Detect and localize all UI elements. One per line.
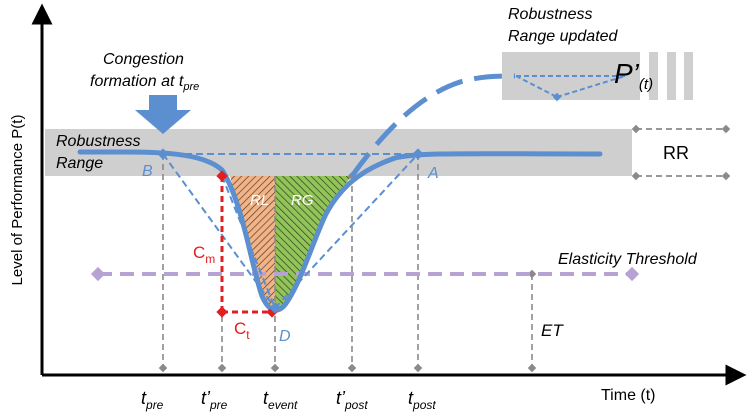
ct-marker-corner	[216, 306, 228, 318]
point-a-marker	[412, 148, 424, 160]
x-axis-label: Time (t)	[601, 387, 656, 404]
rr-label: RR	[663, 143, 689, 163]
point-a-label: A	[427, 165, 439, 182]
congestion-label-line2: formation at tpre	[90, 73, 199, 93]
post-event-dashed-curve	[349, 73, 516, 178]
region-rg	[275, 176, 352, 308]
marker-et-top	[527, 269, 537, 279]
performance-curve	[77, 149, 603, 313]
rr-marker-3	[631, 171, 641, 181]
updated-band-bar-2	[667, 52, 676, 100]
robustness-range-line2: Range	[56, 155, 103, 172]
robustness-updated-line2: Range updated	[508, 28, 619, 45]
tick-label-t-prime-post: t’post	[336, 388, 368, 412]
point-d-label: D	[279, 328, 291, 345]
rr-marker-2	[721, 124, 731, 134]
tick-label-t-post: tpost	[408, 388, 436, 412]
tick-label-t-prime-pre: t’pre	[201, 388, 228, 412]
ct-label: Ct	[234, 319, 250, 342]
tick-marker-t-prime-pre	[217, 363, 227, 373]
rr-marker-4	[721, 171, 731, 181]
cm-label: Cm	[193, 243, 215, 266]
congestion-arrow-icon	[135, 95, 191, 134]
tick-marker-t-pre	[158, 363, 168, 373]
robustness-range-line1: Robustness	[56, 133, 141, 150]
tick-marker-et	[527, 363, 537, 373]
updated-band-bar-3	[684, 52, 693, 100]
tick-marker-t-prime-post	[347, 363, 357, 373]
p-prime-label: P’(t)	[614, 58, 653, 93]
threshold-marker-right	[624, 266, 640, 282]
tick-marker-t-post	[413, 363, 423, 373]
tick-marker-t-event	[270, 363, 280, 373]
cm-marker-top	[216, 170, 228, 182]
y-axis-label: Level of Performance P(t)	[9, 115, 26, 286]
congestion-label-line1: Congestion	[103, 51, 184, 68]
region-rl-label: RL	[250, 192, 269, 209]
updated-line-right	[556, 75, 626, 98]
et-label: ET	[541, 321, 564, 340]
rr-marker-1	[631, 124, 641, 134]
point-b-label: B	[142, 163, 153, 180]
updated-band-bar-1	[649, 52, 658, 100]
robustness-updated-line1: Robustness	[508, 6, 593, 23]
point-d-marker	[269, 302, 281, 314]
region-rg-label: RG	[291, 192, 314, 209]
point-b-marker	[157, 148, 169, 160]
threshold-marker-left	[90, 266, 106, 282]
tick-label-t-event: tevent	[263, 388, 298, 412]
tick-label-t-pre: tpre	[141, 388, 164, 412]
elasticity-threshold-label: Elasticity Threshold	[558, 251, 698, 268]
